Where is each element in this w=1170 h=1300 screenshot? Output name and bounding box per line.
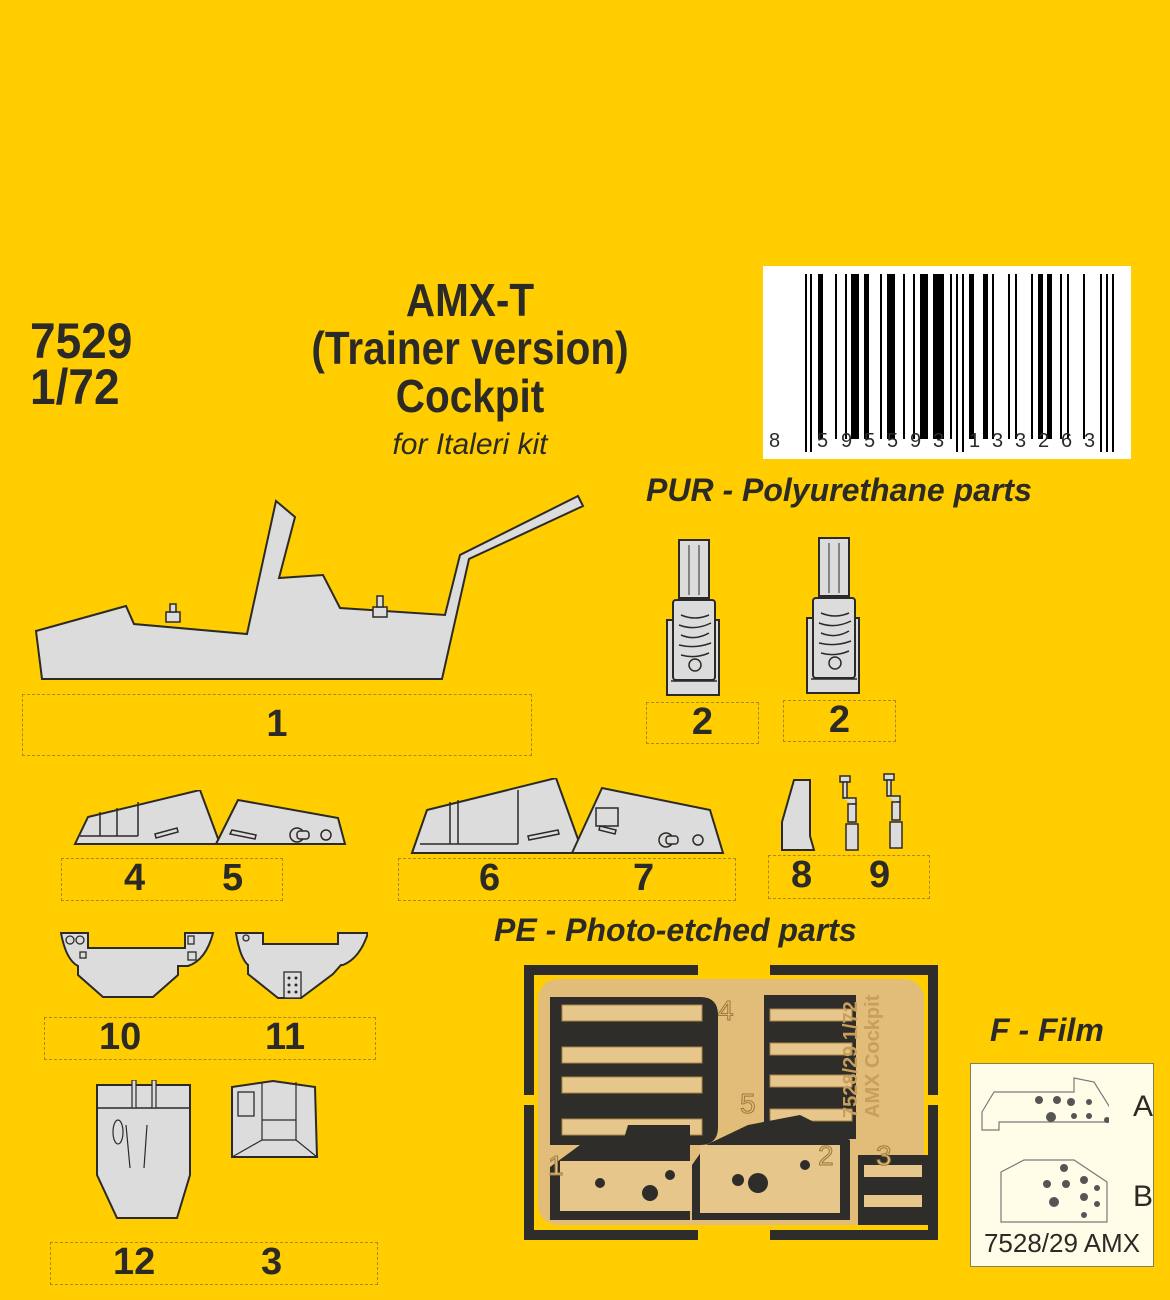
part-11-number: 11 [265, 1016, 306, 1058]
product-title: AMX-T (Trainer version) Cockpit [276, 276, 663, 420]
parts-6-7-side-consoles-icon [410, 778, 725, 854]
parts-10-11-instrument-panels-icon [59, 932, 368, 999]
parts-8-9-icon [781, 773, 903, 851]
product-subtitle: for Italeri kit [392, 428, 548, 461]
film-caption: 7528/29 AMX [983, 1228, 1141, 1258]
pe-section-heading: PE - Photo-etched parts [494, 912, 857, 948]
parts-4-5-label-box: 4 5 [61, 857, 283, 901]
title-line-2: (Trainer version) [311, 322, 629, 374]
film-section-heading: F - Film [990, 1012, 1104, 1048]
pe-fret-label-line-2: AMX Cockpit [862, 994, 884, 1118]
barcode: 8 5 9 5 5 9 3 1 3 3 2 6 3 [763, 266, 1131, 459]
barcode-digit: 5 [887, 430, 899, 452]
barcode-digit: 9 [910, 430, 922, 452]
part-2-number: 2 [828, 699, 851, 741]
product-scale: 1/72 [30, 359, 120, 415]
barcode-bars-icon [805, 274, 1114, 452]
part-12-number: 12 [113, 1241, 156, 1283]
parts-4-5-side-consoles-icon [73, 790, 347, 845]
part-2-seat-icon [806, 537, 860, 694]
pe-fret-icon [524, 965, 938, 1240]
film-panel-b-label: B [1133, 1180, 1154, 1213]
barcode-digit: 5 [864, 430, 876, 452]
film-panel-a-label: A [1133, 1090, 1154, 1123]
product-number: 7529 [30, 313, 133, 369]
part-9-number: 9 [869, 854, 891, 896]
pe-number-5: 5 [740, 1088, 757, 1120]
film-sheet: A B 7528/29 AMX [970, 1063, 1154, 1267]
part-1-cockpit-tub-icon [34, 494, 585, 680]
product-number-block: 7529 1/72 [30, 313, 133, 415]
part-6-number: 6 [479, 857, 501, 899]
part-2a-label-box: 2 [646, 701, 759, 744]
part-10-number: 10 [99, 1016, 142, 1058]
parts-8-9-label-box: 8 9 [768, 854, 930, 899]
part-7-number: 7 [633, 857, 655, 899]
barcode-digit: 3 [1015, 430, 1027, 452]
pe-number-4: 4 [718, 995, 735, 1027]
pur-section-heading: PUR - Polyurethane parts [646, 472, 1032, 508]
part-2b-label-box: 2 [783, 699, 896, 742]
part-3-number: 3 [261, 1241, 283, 1283]
barcode-digit: 8 [769, 430, 781, 452]
part-4-number: 4 [124, 857, 146, 899]
parts-12-3-icon [96, 1080, 319, 1219]
parts-10-11-label-box: 10 11 [44, 1016, 376, 1060]
pe-fret-label-line-1: 7528/29 1/72 [840, 1001, 862, 1118]
pe-number-3: 3 [876, 1140, 893, 1172]
parts-6-7-label-box: 6 7 [398, 857, 736, 901]
barcode-digit: 3 [1084, 430, 1096, 452]
parts-12-3-label-box: 12 3 [50, 1241, 378, 1285]
part-8-number: 8 [791, 854, 813, 896]
title-line-3: Cockpit [395, 370, 545, 422]
pe-fret-label: 7528/29 1/72 AMX Cockpit [840, 978, 884, 1118]
barcode-digit: 6 [1061, 430, 1073, 452]
part-2-number: 2 [691, 701, 714, 743]
part-1-label-box: 1 [22, 694, 532, 756]
barcode-digit: 3 [933, 430, 945, 452]
pe-number-2: 2 [818, 1140, 835, 1172]
barcode-digit: 1 [969, 430, 981, 452]
barcode-digit: 5 [817, 430, 829, 452]
part-1-number: 1 [266, 703, 288, 745]
part-2-seat-icon [666, 539, 720, 696]
barcode-digit: 9 [841, 430, 853, 452]
film-instrument-panels-icon [981, 1077, 1109, 1223]
pe-number-1: 1 [548, 1150, 565, 1182]
barcode-digit: 2 [1038, 430, 1050, 452]
part-5-number: 5 [222, 857, 244, 899]
barcode-digit: 3 [992, 430, 1004, 452]
title-line-1: AMX-T [405, 274, 535, 326]
